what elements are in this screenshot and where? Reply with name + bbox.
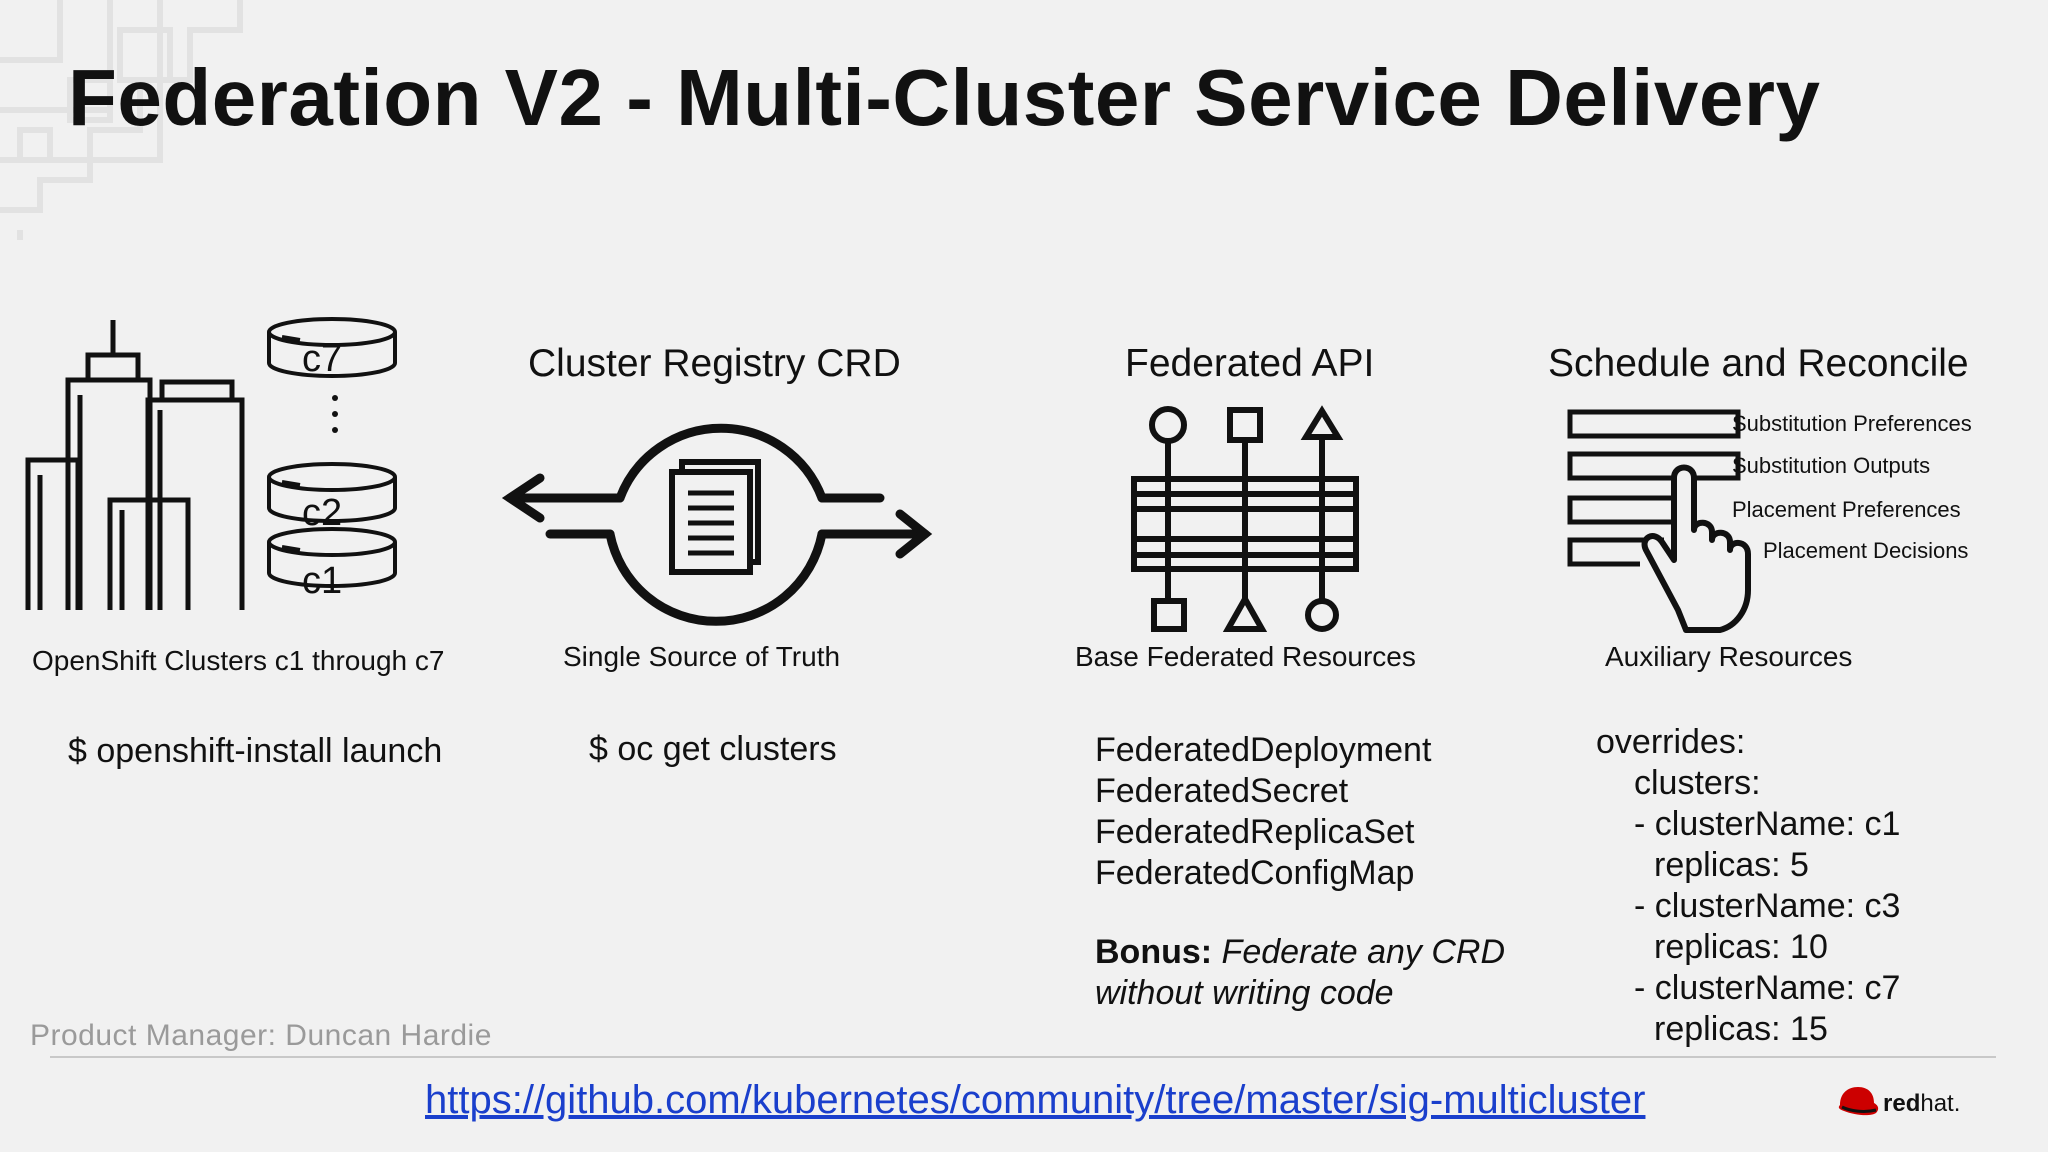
override-cluster-c3: - clusterName: c3 <box>1634 887 1901 925</box>
bonus-label: Bonus: <box>1095 933 1213 971</box>
resource-federated-secret: FederatedSecret <box>1095 772 1349 810</box>
product-manager-note: Product Manager: Duncan Hardie <box>30 1019 492 1052</box>
registry-document-icon <box>501 423 933 626</box>
cluster-label-c1: c1 <box>302 560 343 602</box>
federated-api-caption: Base Federated Resources <box>1075 641 1416 672</box>
resource-federated-configmap: FederatedConfigMap <box>1095 854 1415 892</box>
schedule-heading: Schedule and Reconcile <box>1548 342 1969 385</box>
slide-title: Federation V2 - Multi-Cluster Service De… <box>68 53 1821 142</box>
city-buildings-icon <box>25 317 397 610</box>
override-replicas-5: replicas: 5 <box>1654 846 1809 884</box>
bonus-line-2: without writing code <box>1095 974 1394 1012</box>
overrides-line: overrides: <box>1596 723 1746 761</box>
registry-caption: Single Source of Truth <box>563 641 841 672</box>
override-cluster-c1: - clusterName: c1 <box>1634 805 1901 843</box>
cluster-label-c2: c2 <box>302 492 343 534</box>
override-cluster-c7: - clusterName: c7 <box>1634 969 1901 1007</box>
placement-decisions-label: Placement Decisions <box>1763 538 1969 563</box>
brand-light: hat. <box>1920 1090 1961 1117</box>
federated-api-heading: Federated API <box>1125 342 1375 385</box>
redhat-logo-icon <box>1838 1087 1879 1116</box>
registry-heading: Cluster Registry CRD <box>528 342 901 385</box>
bonus-text-1: Federate any CRD <box>1221 933 1506 971</box>
auxiliary-caption: Auxiliary Resources <box>1605 641 1853 672</box>
cluster-label-c7: c7 <box>302 338 343 380</box>
placement-preferences-label: Placement Preferences <box>1732 497 1961 522</box>
corner-pattern-decoration <box>0 0 243 240</box>
clusters-line: clusters: <box>1634 764 1761 802</box>
bonus-line-1: Bonus: Federate any CRD <box>1095 932 1505 973</box>
sig-multicluster-link[interactable]: https://github.com/kubernetes/community/… <box>425 1078 1646 1122</box>
substitution-outputs-label: Substitution Outputs <box>1732 453 1931 478</box>
get-clusters-command: $ oc get clusters <box>589 730 837 768</box>
clusters-caption: OpenShift Clusters c1 through c7 <box>32 645 445 676</box>
install-command: $ openshift-install launch <box>68 732 443 770</box>
override-replicas-15: replicas: 15 <box>1654 1010 1828 1048</box>
footer-divider <box>50 1056 1996 1058</box>
resource-federated-deployment: FederatedDeployment <box>1095 731 1432 769</box>
redhat-wordmark: redhat. <box>1883 1090 1960 1118</box>
resource-federated-replicaset: FederatedReplicaSet <box>1095 813 1415 851</box>
federated-api-icon <box>1131 405 1359 632</box>
brand-bold: red <box>1883 1090 1921 1117</box>
hand-pointer-list-icon <box>1567 409 1751 633</box>
override-replicas-10: replicas: 10 <box>1654 928 1828 966</box>
substitution-preferences-label: Substitution Preferences <box>1732 411 1972 436</box>
